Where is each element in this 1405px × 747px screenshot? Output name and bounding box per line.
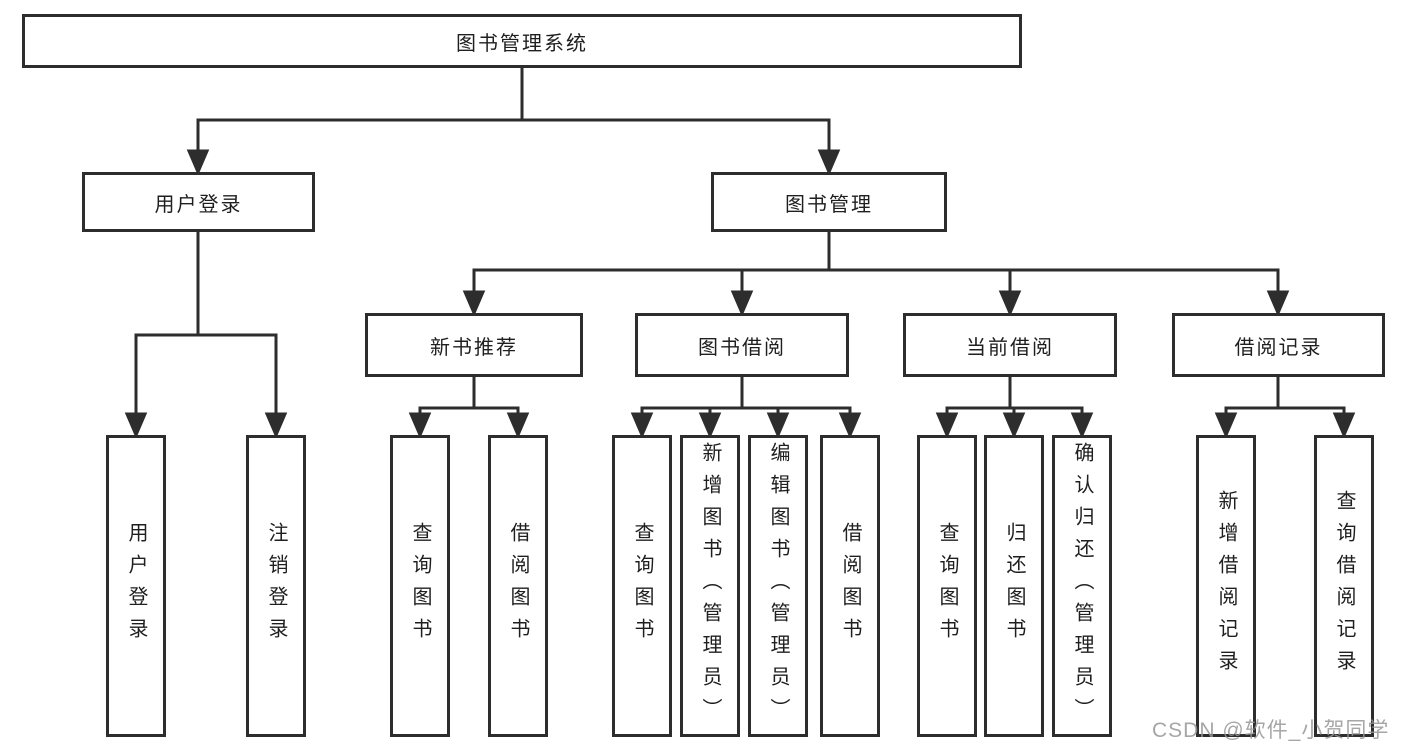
node-label: 新书推荐 — [430, 336, 518, 359]
node-label: 借阅图书 — [839, 522, 861, 650]
leaf-return-books: 归还图书 — [984, 435, 1044, 737]
node-book-management: 图书管理 — [711, 172, 947, 232]
node-new-book-recommendation: 新书推荐 — [365, 313, 583, 377]
node-user-login: 用户登录 — [82, 172, 315, 232]
node-label: 查询图书 — [409, 522, 431, 650]
leaf-search-borrow-record: 查询借阅记录 — [1314, 435, 1374, 737]
node-label: 图书管理 — [785, 193, 873, 216]
node-label: 图书借阅 — [698, 336, 786, 359]
node-book-borrowing: 图书借阅 — [635, 313, 849, 377]
leaf-logout: 注销登录 — [246, 435, 306, 737]
leaf-edit-book-admin: 编辑图书（管理员） — [748, 435, 808, 737]
leaf-search-books-1: 查询图书 — [390, 435, 450, 737]
leaf-borrow-books-1: 借阅图书 — [488, 435, 548, 737]
node-label: 确认归还（管理员） — [1071, 442, 1093, 730]
leaf-search-books-3: 查询图书 — [917, 435, 977, 737]
leaf-search-books-2: 查询图书 — [612, 435, 672, 737]
leaf-user-login: 用户登录 — [106, 435, 166, 737]
node-label: 编辑图书（管理员） — [767, 442, 789, 730]
node-label: 查询图书 — [631, 522, 653, 650]
node-label: 用户登录 — [125, 522, 147, 650]
node-label: 图书管理系统 — [456, 32, 588, 55]
node-label: 用户登录 — [154, 193, 243, 216]
node-label: 查询图书 — [936, 522, 958, 650]
node-label: 查询借阅记录 — [1333, 490, 1355, 682]
node-borrowing-records: 借阅记录 — [1172, 313, 1385, 377]
node-label: 借阅记录 — [1234, 336, 1323, 359]
node-label: 注销登录 — [265, 522, 287, 650]
leaf-confirm-return-admin: 确认归还（管理员） — [1052, 435, 1112, 737]
node-library-management-system: 图书管理系统 — [22, 14, 1022, 68]
node-label: 借阅图书 — [507, 522, 529, 650]
leaf-add-book-admin: 新增图书（管理员） — [680, 435, 740, 737]
leaf-add-borrow-record: 新增借阅记录 — [1196, 435, 1256, 737]
node-current-borrowing: 当前借阅 — [903, 313, 1117, 377]
node-label: 当前借阅 — [966, 336, 1054, 359]
node-label: 新增图书（管理员） — [699, 442, 721, 730]
node-label: 归还图书 — [1003, 522, 1025, 650]
leaf-borrow-books-2: 借阅图书 — [820, 435, 880, 737]
node-label: 新增借阅记录 — [1215, 490, 1237, 682]
